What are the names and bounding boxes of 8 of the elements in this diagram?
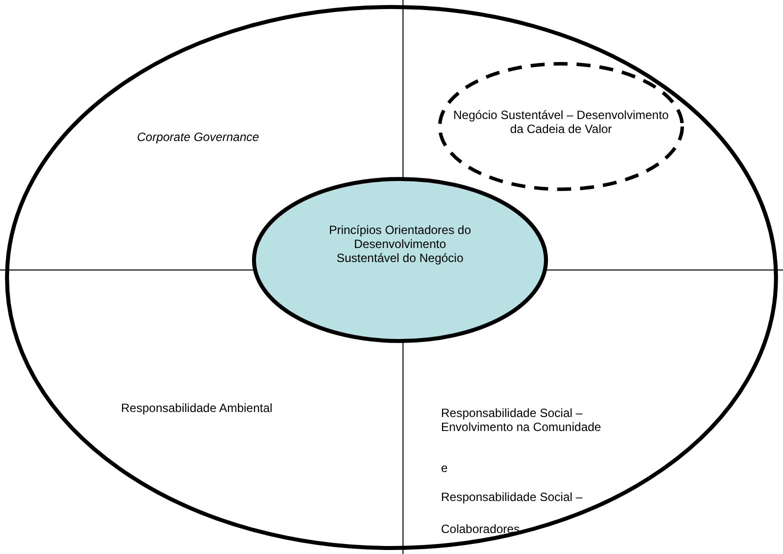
- quadrant-label: Corporate Governance: [137, 130, 260, 144]
- quadrant-label: Responsabilidade Social –: [441, 490, 584, 504]
- quadrant-label: Colaboradores: [441, 522, 521, 536]
- conjunction-text: e: [441, 461, 449, 475]
- node-label: Princípios Orientadores do Desenvolvimento Sustentável do Negócio: [328, 223, 472, 265]
- quadrant-label: Responsabilidade Social – Envolvimento na Comunidade: [441, 406, 602, 434]
- quadrant-label: Responsabilidade Ambiental: [121, 401, 274, 415]
- node-label: Negócio Sustentável – Desenvolvimento da Cadeia de Valor: [453, 108, 669, 136]
